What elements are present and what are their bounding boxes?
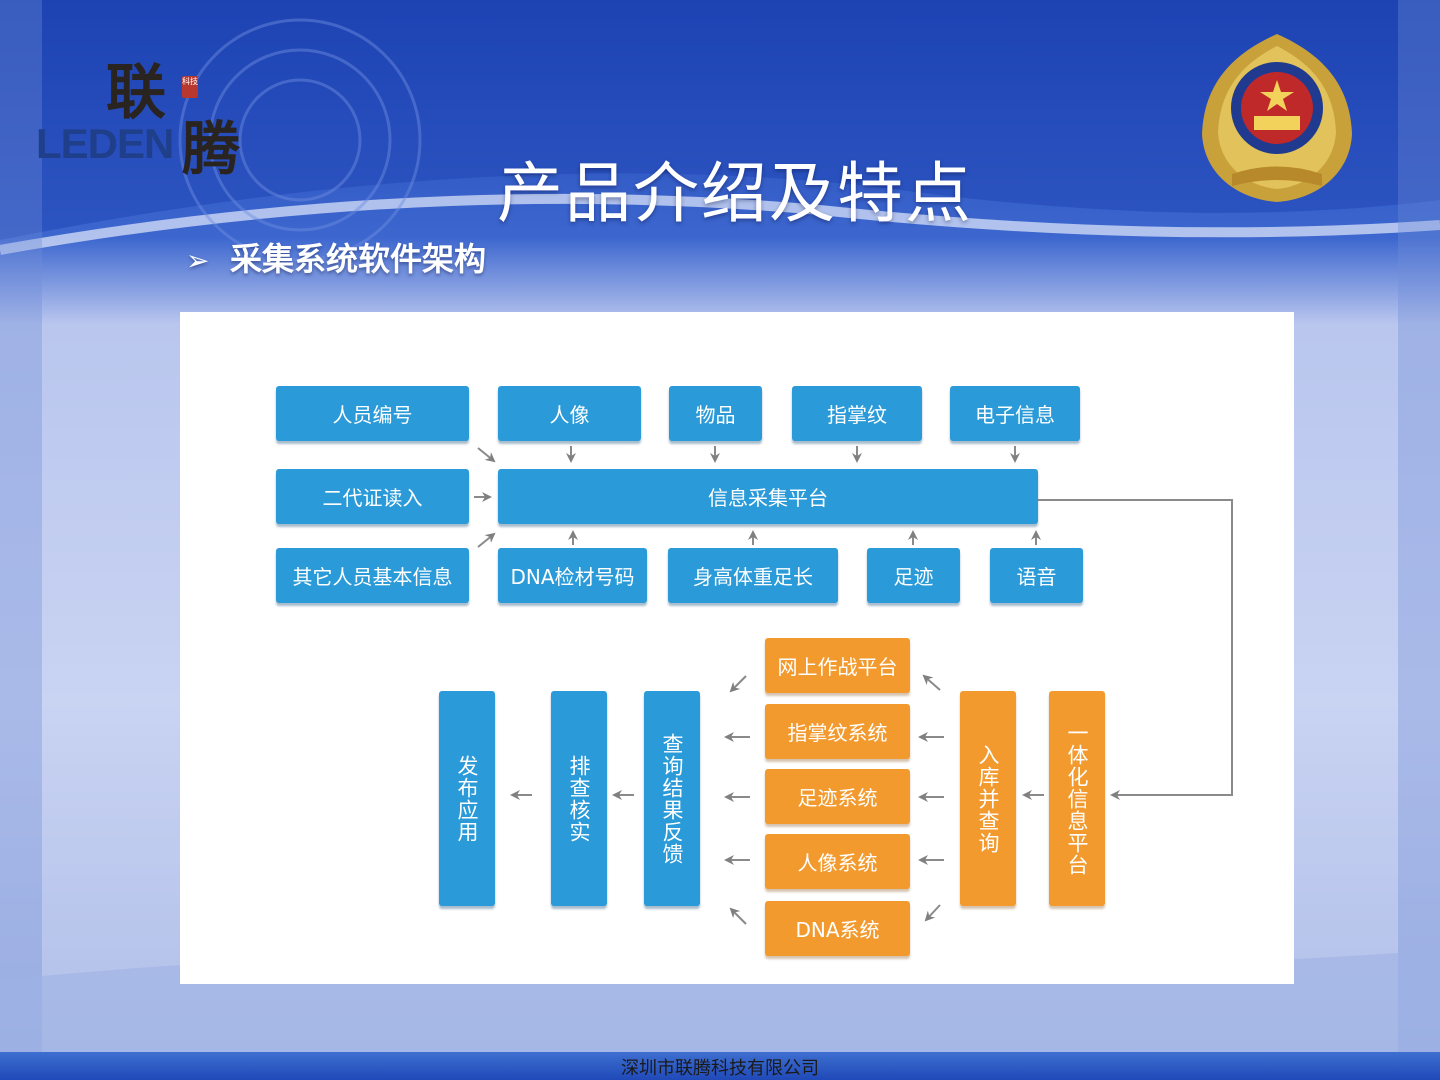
system-online-combat-platform: 网上作战平台 — [765, 638, 910, 693]
storage-and-query: 入库并查询 — [960, 691, 1016, 906]
section-heading-text: 采集系统软件架构 — [230, 240, 487, 278]
logo-seal: 科技 — [182, 76, 198, 98]
input-items: 物品 — [669, 386, 762, 441]
integrated-info-platform: 一体化信息平台 — [1049, 691, 1105, 906]
police-emblem-icon — [1202, 34, 1352, 202]
company-logo: 联 科技 LEDEN 腾 — [36, 44, 256, 183]
output-publish-apply: 发布应用 — [439, 691, 495, 906]
footer-company-name: 深圳市联腾科技有限公司 — [621, 1058, 819, 1079]
input-voice: 语音 — [990, 548, 1083, 603]
input-person-id: 人员编号 — [276, 386, 469, 441]
logo-text: LEDEN — [36, 120, 174, 167]
system-dna: DNA系统 — [765, 901, 910, 956]
output-investigation-verify: 排查核实 — [551, 691, 607, 906]
section-heading: ➢ 采集系统软件架构 — [186, 234, 486, 280]
input-id-card-reader: 二代证读入 — [276, 469, 469, 524]
logo-cn-top: 联 — [106, 58, 166, 128]
system-footprint: 足迹系统 — [765, 769, 910, 824]
footer-bar — [0, 1052, 1440, 1080]
input-height-weight-foot: 身高体重足长 — [668, 548, 838, 603]
bullet-arrow-icon: ➢ — [186, 244, 210, 277]
input-electronic-info: 电子信息 — [950, 386, 1080, 441]
system-fingerprint: 指掌纹系统 — [765, 704, 910, 759]
logo-cn-bottom: 腾 — [182, 115, 241, 183]
input-fingerprint: 指掌纹 — [792, 386, 922, 441]
output-query-feedback: 查询结果反馈 — [644, 691, 700, 906]
slide-title: 产品介绍及特点 — [497, 155, 973, 232]
hub-info-collection-platform: 信息采集平台 — [498, 469, 1038, 524]
input-footprint: 足迹 — [867, 548, 960, 603]
input-portrait: 人像 — [498, 386, 641, 441]
input-dna-sample-number: DNA检材号码 — [498, 548, 647, 603]
system-portrait: 人像系统 — [765, 834, 910, 889]
input-other-basic-info: 其它人员基本信息 — [276, 548, 469, 603]
